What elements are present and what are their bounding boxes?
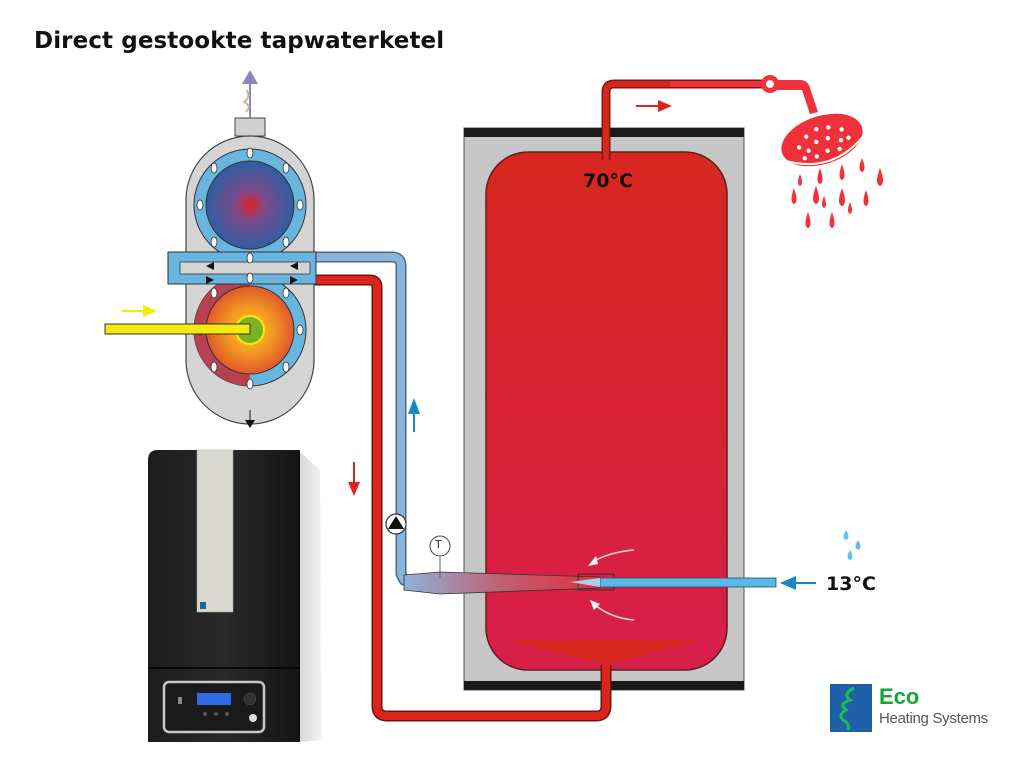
gas-supply-line [104,323,251,335]
flow-arrow-up-icon [408,398,420,432]
flow-arrow-right-icon [636,100,672,112]
cold-water-temperature-label: 13°C [826,573,876,595]
shower-icon [761,75,883,228]
boiler-unit [148,449,322,742]
thermostat-symbol: T [435,538,442,551]
storage-tank [463,127,745,691]
cold-inflow-arrow-icon [780,576,816,590]
logo-mark-icon [830,684,872,732]
gas-flow-arrow-icon [122,305,157,317]
thermostat-icon [429,535,451,578]
page-title: Direct gestookte tapwaterketel [34,28,445,54]
heat-exchanger [167,70,317,428]
flow-arrow-down-icon [348,462,360,496]
logo-tagline: Heating Systems [879,710,988,727]
pump-icon [385,513,407,535]
hot-water-out-pipe [601,79,770,160]
hot-water-temperature-label: 70°C [583,170,633,192]
cold-return-pipe [272,251,440,586]
circulation-arrows [588,549,635,621]
hot-flow-pipe [272,274,612,722]
eco-heating-systems-logo: Eco Heating Systems [830,684,1000,736]
logo-brand: Eco [879,684,920,709]
water-drops-icon [843,530,861,560]
cold-water-inlet-pipe [570,577,777,588]
